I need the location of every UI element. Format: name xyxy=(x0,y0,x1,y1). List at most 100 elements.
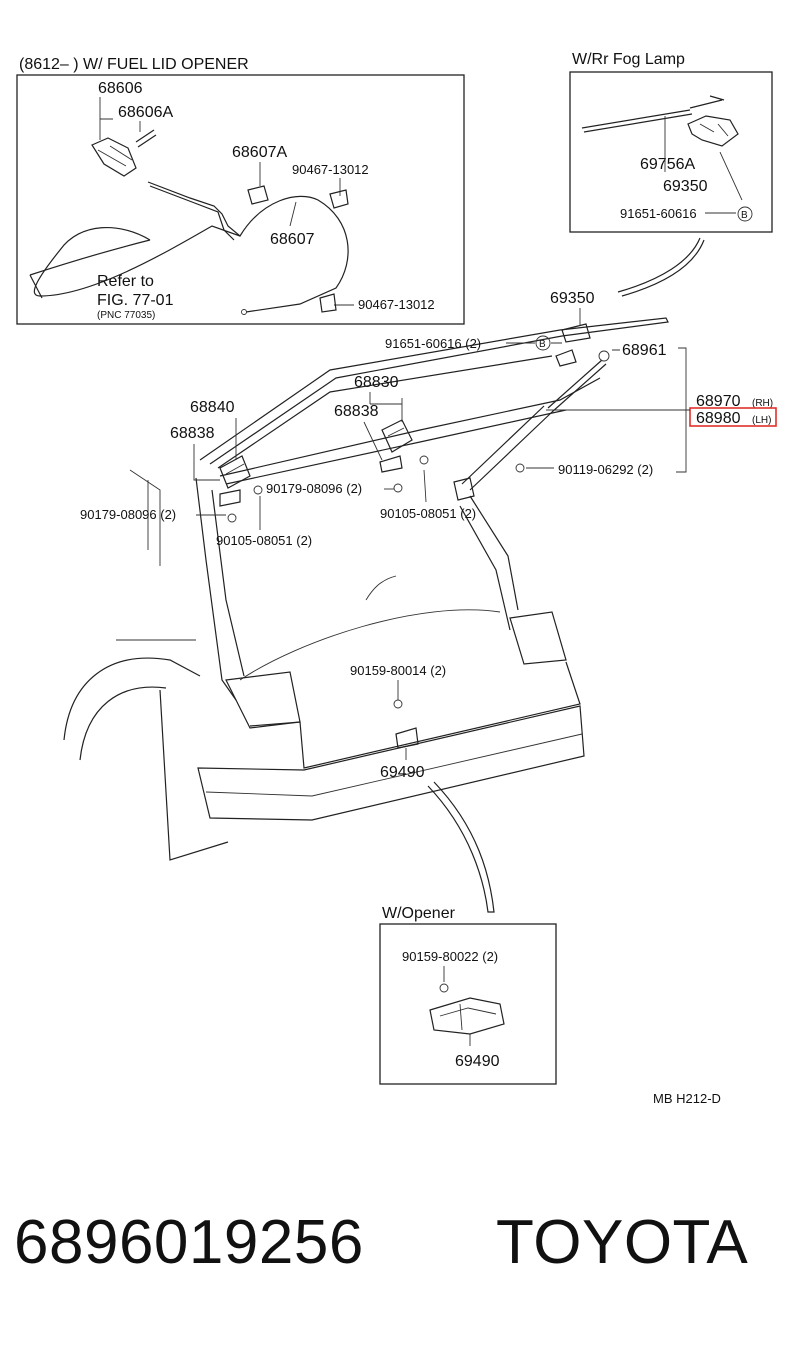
label-68980-side: (LH) xyxy=(752,415,771,426)
car-rear-drawing xyxy=(63,317,669,861)
label-90467-13012-b: 90467-13012 xyxy=(358,297,435,312)
label-90105-left: 90105-08051 (2) xyxy=(216,533,312,548)
leader-68607 xyxy=(289,201,297,227)
opener-lever-detail xyxy=(97,145,133,167)
fog-lamp-inset: W/Rr Fog Lamp 69756A 69350 91651-60616 B xyxy=(569,51,773,233)
bumper-shape xyxy=(197,705,585,821)
badge-b-main-text: B xyxy=(539,339,546,350)
hatch-right-outer xyxy=(469,495,519,611)
roof-edge-line xyxy=(199,317,669,465)
main-labels: 69350 91651-60616 (2) B 68961 68830 6884… xyxy=(80,290,777,781)
hinge-left-shape xyxy=(219,455,251,489)
hatch-top-line xyxy=(219,377,601,477)
leader-90105-right xyxy=(423,469,427,503)
fog-lock-detail xyxy=(699,123,729,137)
clip-68607A-shape xyxy=(247,185,269,205)
hinge-right-shape xyxy=(381,419,413,453)
stay-upper-bracket xyxy=(555,349,577,367)
label-68840: 68840 xyxy=(190,399,235,416)
label-90467-13012-a: 90467-13012 xyxy=(292,162,369,177)
mudflap-line xyxy=(159,689,229,861)
label-68830: 68830 xyxy=(354,374,399,391)
label-68970: 68970 xyxy=(696,393,741,410)
label-69756A: 69756A xyxy=(640,156,695,173)
stay-cylinder xyxy=(461,405,553,491)
cable-main-line xyxy=(147,181,349,313)
fuel-lid-inset: (8612– ) W/ FUEL LID OPENER 68606 68606A… xyxy=(16,56,465,325)
leader-68838-right xyxy=(363,421,383,461)
nut-left xyxy=(227,513,237,523)
brand-text: TOYOTA xyxy=(496,1208,749,1277)
opener-handle-shape xyxy=(135,129,157,148)
refer-line-3: (PNC 77035) xyxy=(97,310,155,321)
stay-rod xyxy=(547,359,607,413)
label-68970-side: (RH) xyxy=(752,398,773,409)
label-69490-inset: 69490 xyxy=(455,1053,500,1070)
opener-inset-leaders xyxy=(443,966,471,1046)
highlight-68980-box xyxy=(689,407,777,427)
opener-inset-title: W/Opener xyxy=(382,905,456,922)
badge-b-main-circle xyxy=(535,335,551,351)
label-68607: 68607 xyxy=(270,231,315,248)
badge-b-inset-text: B xyxy=(741,210,748,221)
glass-reflection xyxy=(365,575,397,601)
hatch-right-inner xyxy=(459,505,511,631)
leader-68606 xyxy=(99,97,141,140)
fuel-lid-inset-frame xyxy=(16,74,465,325)
opener-inset: W/Opener 90159-80022 (2) 69490 xyxy=(379,905,557,1085)
hinge-plate-left xyxy=(219,489,241,507)
fog-lamp-inset-frame xyxy=(569,71,773,233)
fog-rod-end xyxy=(689,95,725,109)
bolt-90159 xyxy=(393,699,403,709)
tail-lamp-right xyxy=(509,611,567,665)
hatch-top-line-2 xyxy=(225,409,567,485)
lower-hatch-line xyxy=(249,661,581,769)
label-69490-main: 69490 xyxy=(380,764,425,781)
roof-inner-line xyxy=(217,355,553,469)
label-90159-inset: 90159-80022 (2) xyxy=(402,949,498,964)
fog-leaders xyxy=(664,116,743,214)
bolt-90119 xyxy=(515,463,525,473)
hinge-left-detail xyxy=(225,463,245,475)
lock-69490-shape xyxy=(395,727,419,749)
hatch-left-inner xyxy=(211,489,245,677)
lock-69350-shape xyxy=(561,323,591,343)
stay-lower-bracket xyxy=(453,477,475,501)
label-68980: 68980 xyxy=(696,410,741,427)
hardware-drawing xyxy=(219,323,610,749)
leader-68830 xyxy=(369,392,403,422)
diagram-code: MB H212-D xyxy=(653,1091,721,1106)
tail-lamp-left xyxy=(225,671,301,729)
label-68607A: 68607A xyxy=(232,144,287,161)
hatch-glass-curve xyxy=(239,609,501,681)
hatch-left-outer xyxy=(195,477,237,701)
bolt-left xyxy=(253,485,263,495)
label-69350-inset: 69350 xyxy=(663,178,708,195)
label-90119: 90119-06292 (2) xyxy=(558,462,653,477)
label-68838-right: 68838 xyxy=(334,403,379,420)
opener-connector-arc xyxy=(427,781,495,913)
clip-90467-a-shape xyxy=(329,189,349,209)
clip-90467-b-shape xyxy=(319,293,337,313)
refer-line-1: Refer to xyxy=(97,273,154,290)
label-90179-left: 90179-08096 (2) xyxy=(80,507,176,522)
label-68961: 68961 xyxy=(622,342,667,359)
badge-b-inset-circle xyxy=(737,206,753,222)
fuel-lid-inset-title: (8612– ) W/ FUEL LID OPENER xyxy=(19,56,249,73)
label-90179-right: 90179-08096 (2) xyxy=(266,481,362,496)
opener-bolt xyxy=(439,983,449,993)
part-number-text: 6896019256 xyxy=(14,1208,364,1277)
cable-end-mark xyxy=(241,309,247,315)
label-91651-main: 91651-60616 (2) xyxy=(385,336,481,351)
refer-line-2: FIG. 77-01 xyxy=(97,292,174,309)
label-90159-main: 90159-80014 (2) xyxy=(350,663,446,678)
fog-connector-arc-2 xyxy=(621,239,705,297)
label-68838-left: 68838 xyxy=(170,425,215,442)
label-68606A: 68606A xyxy=(118,104,173,121)
cable-main-line-2 xyxy=(149,185,235,241)
bumper-crease xyxy=(205,733,583,797)
wheel-arch-outer xyxy=(63,657,201,741)
opener-lock-body xyxy=(429,997,505,1035)
side-body-lines xyxy=(116,469,196,641)
